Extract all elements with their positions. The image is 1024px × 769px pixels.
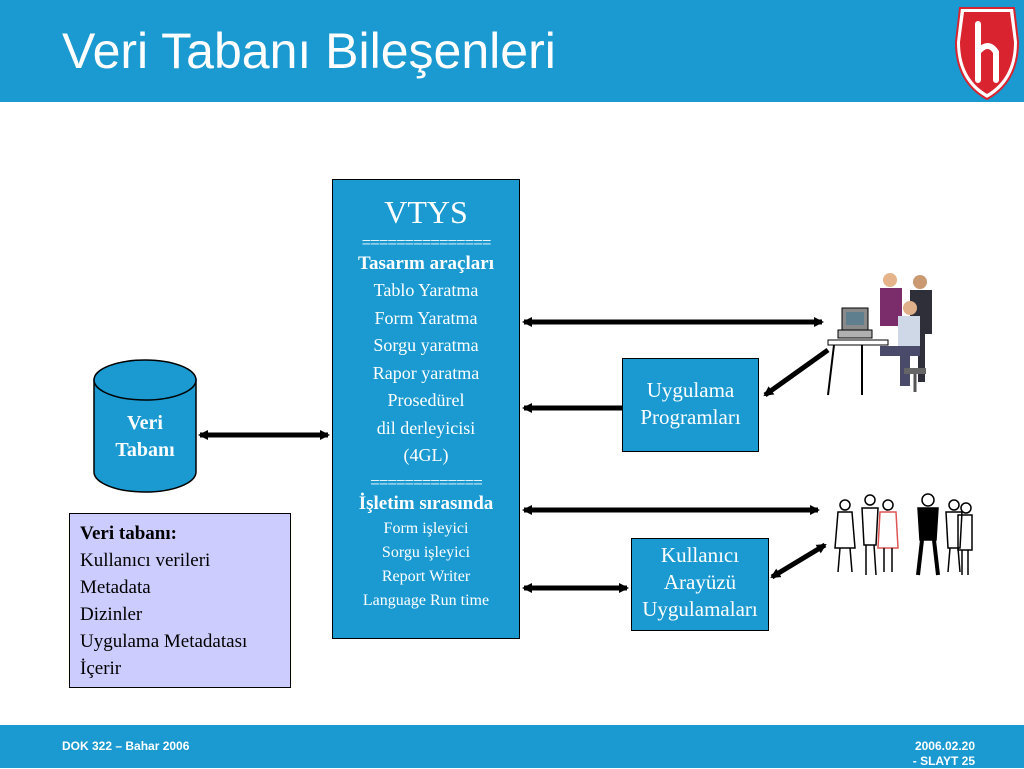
header-bar: Veri Tabanı Bileşenleri — [0, 0, 1024, 102]
footer-course: DOK 322 – Bahar 2006 — [62, 739, 190, 753]
info-item: Uygulama Metadatası — [80, 631, 248, 652]
info-header: Veri tabanı: — [80, 523, 177, 544]
footer-date: 2006.02.20 — [914, 739, 975, 753]
info-item: Dizinler — [80, 604, 143, 625]
design-item: Form Yaratma — [374, 307, 478, 328]
design-item: (4GL) — [403, 445, 449, 465]
vtys-box: VTYS =============== Tasarım araçları Ta… — [332, 179, 520, 639]
runtime-item: Form işleyici — [383, 519, 469, 537]
footer-bar: DOK 322 – Bahar 2006 2006.02.20 - SLAYT … — [0, 725, 1024, 768]
design-item: dil derleyicisi — [376, 417, 476, 438]
arrow-workers-app — [763, 347, 830, 398]
office-workers-computer-icon — [827, 273, 932, 396]
footer-date-slide: 2006.02.20 - SLAYT 25 — [880, 739, 975, 769]
database-cylinder-icon — [93, 359, 197, 493]
design-item: Tablo Yaratma — [373, 280, 479, 300]
runtime-item: Sorgu işleyici — [381, 543, 471, 561]
info-item: İçerir — [80, 658, 122, 679]
design-tools-header: Tasarım araçları — [358, 253, 494, 274]
runtime-item: Report Writer — [381, 567, 471, 585]
runtime-header: İşletim sırasında — [358, 492, 494, 514]
vtys-separator-1: =============== — [361, 233, 492, 252]
user-interface-box: Kullanıcı Arayüzü Uygulamaları — [631, 538, 769, 631]
hacettepe-logo-icon — [954, 7, 1020, 101]
info-item: Kullanıcı verileri — [80, 550, 211, 571]
info-item: Metadata — [80, 577, 151, 598]
app-programs-box: Uygulama Programları — [622, 358, 759, 452]
design-item: Prosedürel — [387, 390, 465, 410]
arrow-ui-users — [770, 542, 827, 580]
slide-title: Veri Tabanı Bileşenleri — [62, 23, 556, 79]
database-info-box: Veri tabanı: Kullanıcı verileri Metadata… — [69, 513, 291, 688]
database-label: Veri Tabanı — [115, 412, 175, 461]
vtys-separator-2: ============= — [370, 472, 483, 492]
runtime-item: Language Run time — [362, 591, 490, 609]
footer-slide-number: - SLAYT 25 — [912, 754, 975, 768]
users-group-icon — [834, 493, 973, 576]
vtys-title: VTYS — [384, 194, 468, 230]
design-item: Rapor yaratma — [372, 362, 480, 383]
design-item: Sorgu yaratma — [373, 335, 479, 355]
